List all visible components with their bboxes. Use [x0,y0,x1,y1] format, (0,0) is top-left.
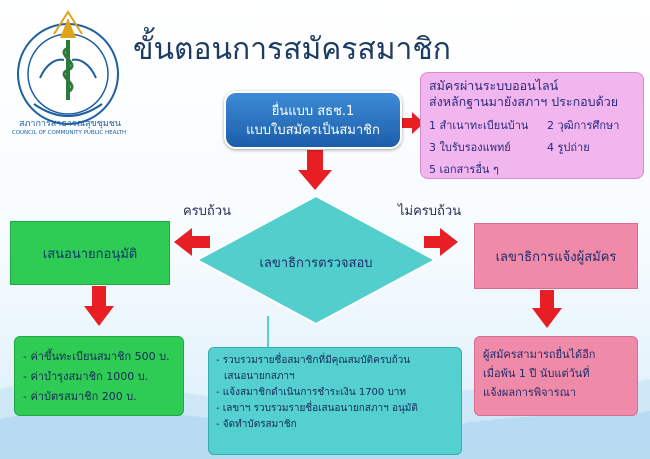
documents-list: 1 สำเนาทะเบียนบ้าน 2 วุฒิการศึกษา 3 ใบรั… [429,116,635,178]
fee-item: - ค่าขึ้นทะเบียนสมาชิก 500 บ. [23,350,170,363]
arrow-start-to-docs [402,112,424,134]
council-seal-icon [17,10,119,125]
logo-text-en: COUNCIL OF COMMUNITY PUBLIC HEALTH [11,130,127,136]
step-item: - รวบรวมรายชื่อสมาชิกที่มีคุณสมบัติครบถ้… [216,355,411,366]
documents-line2: ส่งหลักฐานมายังสภาฯ ประกอบด้วย [429,94,619,109]
approve-text: เสนอนายกอนุมัติ [42,246,138,262]
apply-form-box: ยื่นแบบ สธช.1 แบบใบสมัครเป็นสมาชิก [224,91,402,149]
branch-incomplete-label: ไม่ครบถ้วน [398,204,462,219]
approve-box: เสนอนายกอนุมัติ [10,221,170,285]
arrow-start-to-review [298,150,332,190]
approval-steps-box: - รวบรวมรายชื่อสมาชิกที่มีคุณสมบัติครบถ้… [208,347,462,455]
reapply-line: เมื่อพ้น 1 ปี นับแต่วันที่ [483,367,590,380]
reapply-box: ผู้สมัครสามารถยื่นได้อีก เมื่อพ้น 1 ปี น… [474,336,638,416]
document-item: 5 เอกสารอื่น ๆ [429,163,499,176]
fee-item: - ค่าบัตรสมาชิก 200 บ. [23,390,137,403]
documents-box: สมัครผ่านระบบออนไลน์ ส่งหลักฐานมายังสภาฯ… [420,72,644,179]
arrow-review-to-approve [174,228,210,256]
arrow-notify-to-reapply [532,290,562,328]
documents-line1: สมัครผ่านระบบออนไลน์ [429,78,559,93]
council-logo: สภาการสาธารณสุขชุมชน COUNCIL OF COMMUNIT… [10,8,128,146]
fee-item: - ค่าบำรุงสมาชิก 1000 บ. [23,370,149,383]
step-item: เสนอนายกสภาฯ [224,371,295,382]
document-item: 2 วุฒิการศึกษา [547,119,620,132]
step-item: - เลขาฯ รวบรวมรายชื่อเสนอนายกสภาฯ อนุมัต… [216,403,418,414]
notify-box: เลขาธิการแจ้งผู้สมัคร [474,223,638,289]
document-item: 4 รูปถ่าย [547,141,590,154]
review-label: เลขาธิการตรวจสอบ [259,256,373,271]
reapply-line: ผู้สมัครสามารถยื่นได้อีก [483,348,596,361]
document-item: 3 ใบรับรองแพทย์ [429,141,511,154]
reapply-line: แจ้งผลการพิจารณา [483,386,577,399]
fees-box: - ค่าขึ้นทะเบียนสมาชิก 500 บ. - ค่าบำรุง… [14,336,184,416]
arrow-approve-to-fees [84,286,114,326]
branch-complete-label: ครบถ้วน [183,204,231,219]
document-item: 1 สำเนาทะเบียนบ้าน [429,119,529,132]
arrow-review-to-notify [424,228,458,256]
apply-form-line2: แบบใบสมัครเป็นสมาชิก [246,123,380,138]
review-diamond [194,194,438,326]
page-title: ขั้นตอนการสมัครสมาชิก [133,32,451,67]
step-item: - แจ้งสมาชิกดำเนินการชำระเงิน 1700 บาท [216,387,407,398]
apply-form-line1: ยื่นแบบ สธช.1 [271,104,355,119]
step-item: - จัดทำบัตรสมาชิก [216,419,297,430]
notify-text: เลขาธิการแจ้งผู้สมัคร [495,249,617,265]
logo-text-th: สภาการสาธารณสุขชุมชน [18,119,122,129]
